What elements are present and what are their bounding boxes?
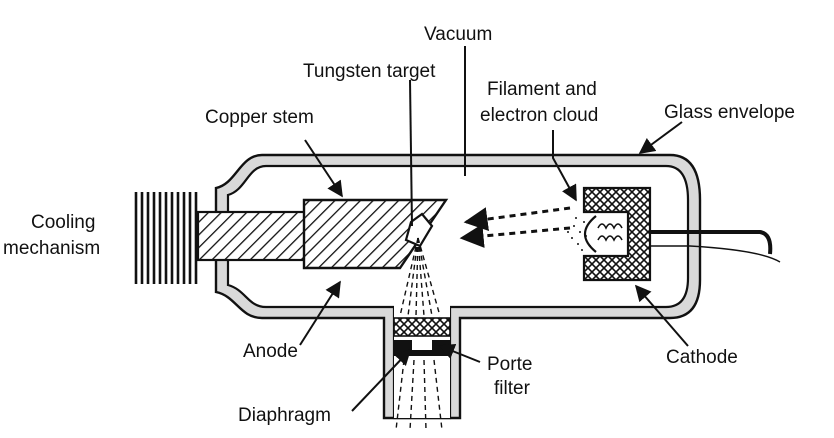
label-vacuum: Vacuum (424, 24, 492, 45)
cathode-leads (650, 230, 781, 263)
label-cooling-line2: mechanism (3, 238, 100, 259)
filament (583, 215, 623, 253)
label-cooling-line1: Cooling (31, 212, 95, 233)
label-porte-line1: Porte (487, 354, 532, 375)
label-copper-stem: Copper stem (205, 107, 314, 128)
diaphragm-bar (394, 350, 450, 356)
label-tungsten-target: Tungsten target (303, 61, 436, 82)
electron-cloud (567, 217, 591, 251)
anode-block (302, 198, 449, 270)
x-ray-beam (395, 237, 443, 431)
label-filament-line2: electron cloud (480, 105, 598, 126)
callout-lines (299, 46, 689, 412)
label-diaphragm: Diaphragm (238, 405, 331, 426)
label-anode: Anode (243, 341, 298, 362)
label-glass-envelope: Glass envelope (664, 102, 795, 123)
cooling-fins (133, 192, 198, 284)
diaphragm-left (394, 340, 412, 350)
electron-beam-arrows (459, 206, 571, 248)
label-cathode: Cathode (666, 347, 738, 368)
copper-shaft (196, 210, 308, 262)
label-porte-line2: filter (494, 378, 531, 399)
cathode-cup (582, 186, 652, 282)
label-filament-line1: Filament and (487, 79, 597, 100)
porte-filter (393, 317, 451, 337)
